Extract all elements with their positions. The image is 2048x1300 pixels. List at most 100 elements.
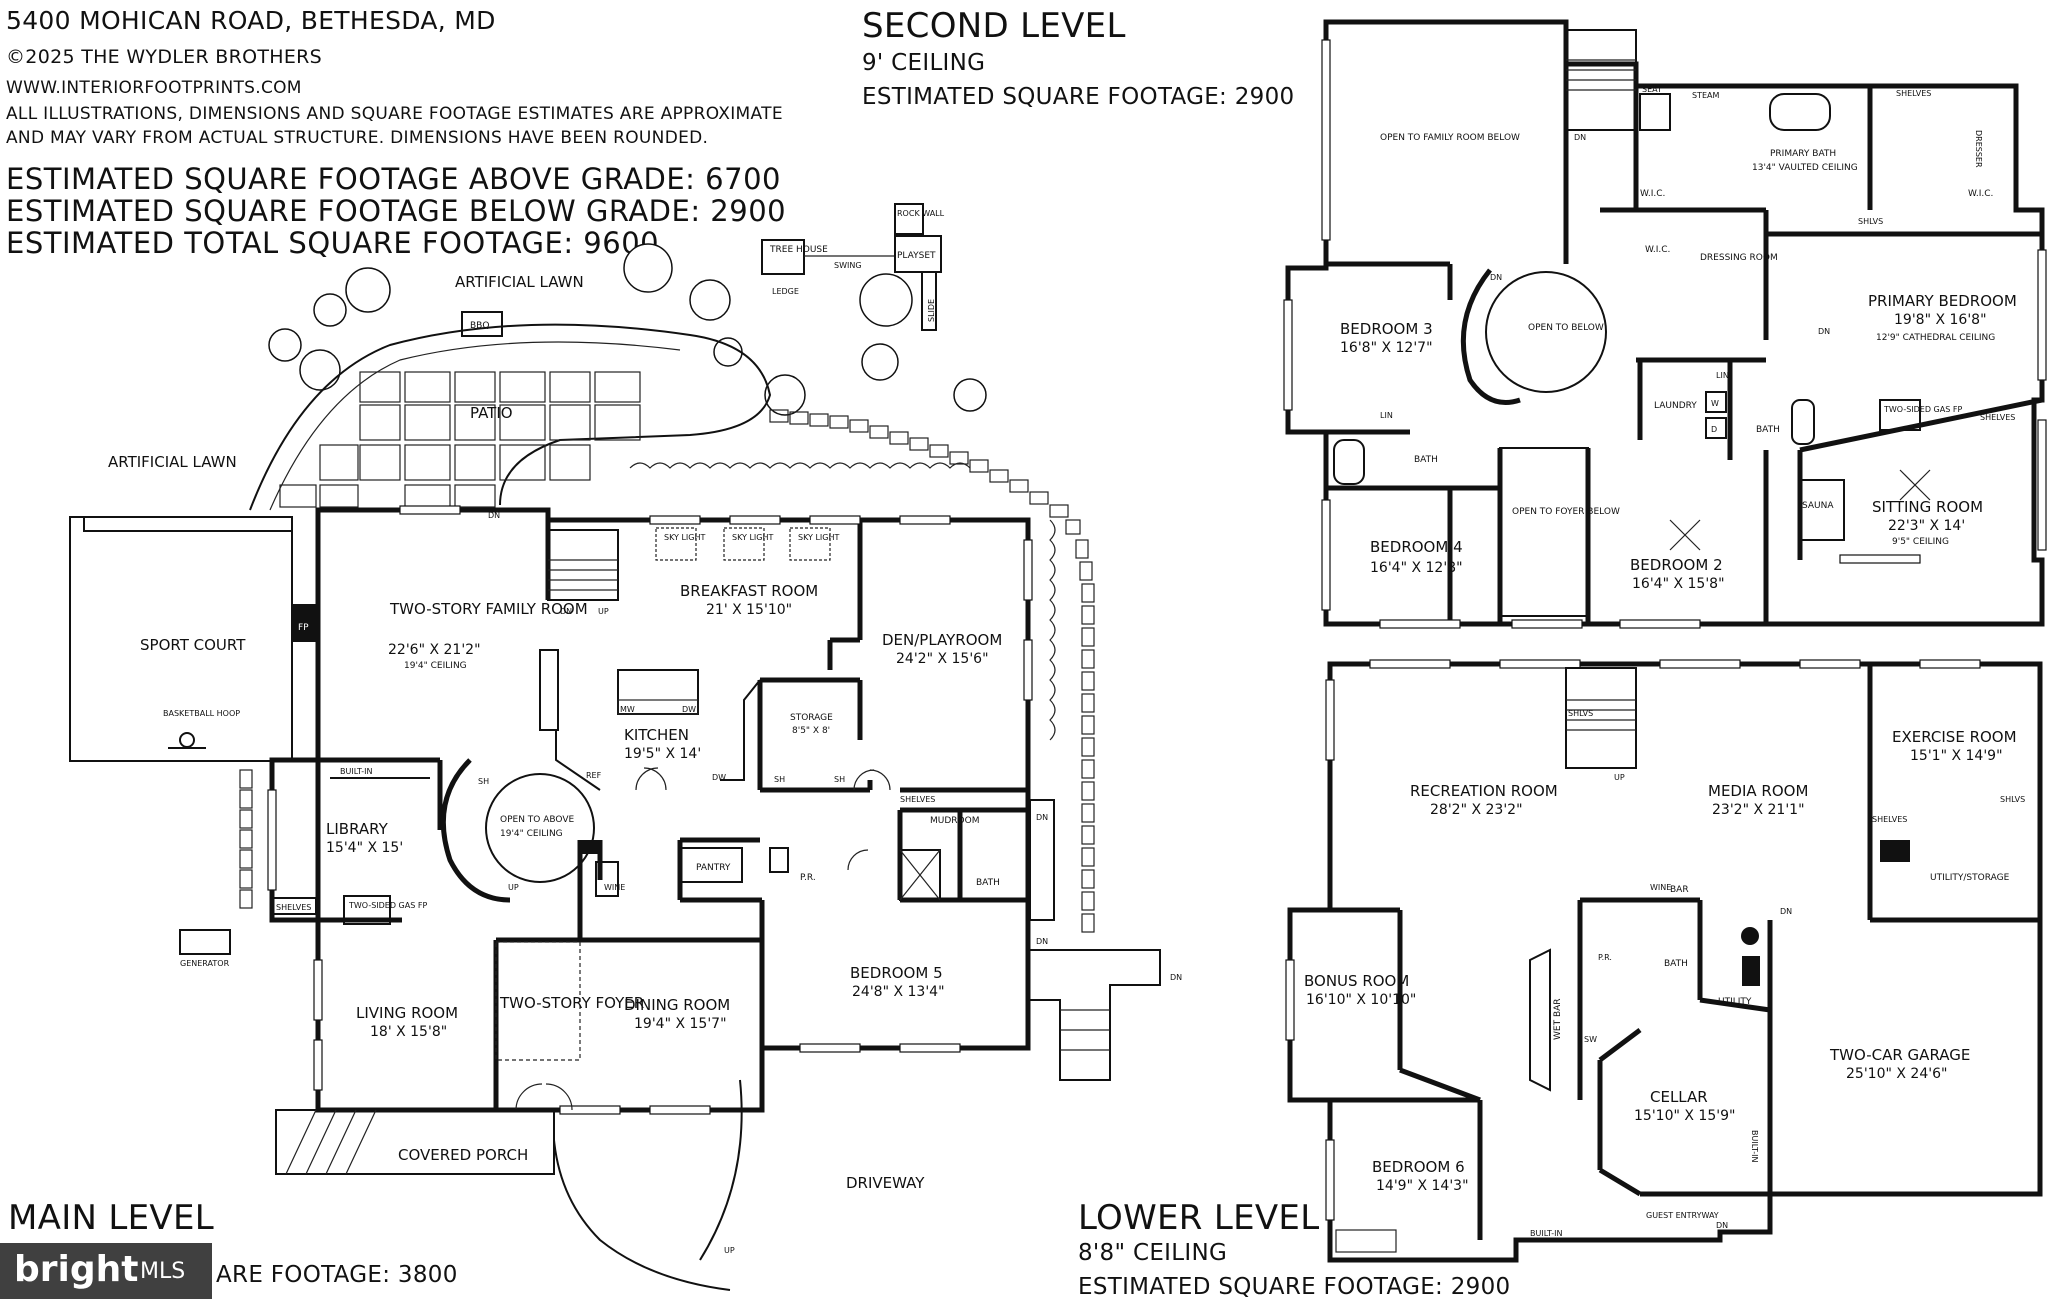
lower-level-title: LOWER LEVEL: [1078, 1198, 1320, 1238]
dressing-room-label: DRESSING ROOM: [1700, 253, 1778, 263]
open-to-above-ceiling: 19'4" CEILING: [500, 829, 563, 839]
primary-tub: [1769, 93, 1831, 131]
dining-room-dim: 19'4" X 15'7": [634, 1016, 727, 1032]
sqft-total: ESTIMATED TOTAL SQUARE FOOTAGE: 9600: [6, 226, 660, 260]
main-doors: [515, 767, 891, 1111]
skylight-label-1: SKY LIGHT: [664, 533, 706, 542]
family-room-dim: 22'6" X 21'2": [388, 642, 481, 658]
lin-label-1: LIN: [1716, 371, 1729, 380]
skylight-label-3: SKY LIGHT: [798, 533, 840, 542]
main-stairs: [547, 529, 619, 601]
ledge-label: LEDGE: [772, 287, 799, 296]
family-room-ceiling: 19'4" CEILING: [404, 661, 467, 671]
artificial-lawn-top-label: ARTIFICIAL LAWN: [455, 273, 584, 291]
disclaimer-line-2: AND MAY VARY FROM ACTUAL STRUCTURE. DIME…: [6, 128, 709, 148]
walkway-up-label: UP: [724, 1246, 735, 1255]
stairs-shlvs-label: SHLVS: [1568, 709, 1593, 718]
utility-storage-label: UTILITY/STORAGE: [1930, 873, 2010, 883]
wet-bar-counter: [1529, 948, 1551, 1092]
living-room-dim: 18' X 15'8": [370, 1024, 447, 1040]
furnace: [1742, 956, 1760, 986]
ref-label: REF: [586, 771, 602, 780]
seat-label: SEAT: [1642, 85, 1662, 94]
wic-label-1: W.I.C.: [1640, 189, 1665, 199]
recreation-room-name: RECREATION ROOM: [1410, 782, 1558, 800]
hall-sh-label: SH: [834, 775, 845, 784]
family-room-name: TWO-STORY FAMILY ROOM: [389, 600, 588, 618]
bedroom-5-name: BEDROOM 5: [850, 964, 943, 982]
dryer-label: D: [1711, 425, 1717, 434]
guest-dn-label: DN: [1716, 1221, 1728, 1230]
main-bath-label: BATH: [976, 878, 1000, 888]
lower-level-windows: [1285, 659, 1981, 1221]
washer-label: W: [1711, 399, 1719, 408]
water-heater: [1741, 927, 1759, 945]
utility-label: UTILITY: [1718, 997, 1752, 1007]
rear-deck: [1028, 949, 1161, 1081]
bedroom-4-dim: 16'4" X 12'8": [1370, 560, 1463, 576]
primary-dn-label: DN: [1818, 327, 1830, 336]
living-room-name: LIVING ROOM: [356, 1004, 458, 1022]
sport-court-label: SPORT COURT: [140, 636, 246, 654]
recreation-room-dim: 28'2" X 23'2": [1430, 802, 1523, 818]
bedroom-3-name: BEDROOM 3: [1340, 320, 1433, 338]
skylight-label-2: SKY LIGHT: [732, 533, 774, 542]
primary-bedroom-name: PRIMARY BEDROOM: [1868, 292, 2017, 310]
playset-box: [894, 235, 942, 273]
exercise-room-dim: 15'1" X 14'9": [1910, 748, 2003, 764]
lower-stairs-up-label: UP: [1614, 773, 1625, 782]
playset-label: PLAYSET: [897, 251, 936, 261]
library-dim: 15'4" X 15': [326, 840, 403, 856]
generator-label: GENERATOR: [180, 959, 230, 968]
bonus-room-name: BONUS ROOM: [1304, 972, 1409, 990]
primary-bedroom-dim: 19'8" X 16'8": [1894, 312, 1987, 328]
second-bath-label-1: BATH: [1756, 425, 1780, 435]
second-level-title: SECOND LEVEL: [862, 6, 1126, 46]
sitting-room-name: SITTING ROOM: [1872, 498, 1983, 516]
shrub-row: [629, 462, 971, 469]
den-playroom-name: DEN/PLAYROOM: [882, 631, 1002, 649]
mls-watermark: bright MLS: [0, 1243, 212, 1299]
primary-bath-name: PRIMARY BATH: [1770, 149, 1836, 159]
wet-bar-label: WET BAR: [1553, 998, 1563, 1040]
main-level-title: MAIN LEVEL: [8, 1198, 214, 1238]
main-wine-label: WINE: [604, 883, 625, 892]
tree-house-label: TREE HOUSE: [769, 245, 828, 255]
lower-level-interior-walls: [1290, 664, 2040, 1240]
cellar-dim: 15'10" X 15'9": [1634, 1108, 1735, 1124]
wic-label-3: W.I.C.: [1645, 245, 1670, 255]
spiral-stair: [440, 758, 511, 903]
lower-pr-label: P.R.: [1598, 953, 1612, 962]
patio-label: PATIO: [470, 404, 513, 422]
garage-dim: 25'10" X 24'6": [1846, 1066, 1947, 1082]
kitchen-dw-label: DW: [712, 773, 726, 782]
breakfast-room-name: BREAKFAST ROOM: [680, 582, 818, 600]
basketball-hoop-icon: [179, 732, 195, 748]
library-shelves-label: SHELVES: [276, 903, 311, 912]
second-spiral-dn-label: DN: [1490, 273, 1502, 282]
lower-level-ceiling: 8'8" CEILING: [1078, 1240, 1228, 1266]
main-pr-label: P.R.: [800, 873, 816, 883]
main-level-windows: [267, 505, 1033, 1115]
open-to-below-label: OPEN TO BELOW: [1528, 323, 1604, 333]
tree-house-box: [761, 239, 805, 275]
copyright-line: ©2025 THE WYDLER BROTHERS: [6, 46, 323, 68]
bedroom-3-dim: 16'8" X 12'7": [1340, 340, 1433, 356]
media-room-dim: 23'2" X 21'1": [1712, 802, 1805, 818]
sitting-shelves-label: SHELVES: [1980, 413, 2015, 422]
storage-sh-label: SH: [774, 775, 785, 784]
exercise-shelves-label: SHELVES: [1872, 815, 1907, 824]
lower-wine-label: WINE: [1650, 883, 1671, 892]
lower-stairs: [1565, 667, 1637, 769]
family-fireplace: [292, 604, 318, 642]
sauna-box: [1799, 479, 1845, 541]
artificial-lawn-left-label: ARTIFICIAL LAWN: [108, 453, 237, 471]
lower-built-in-label: BUILT-IN: [1530, 1229, 1562, 1238]
laundry-label: LAUNDRY: [1654, 401, 1697, 411]
patio-steps-dn-label: DN: [488, 511, 500, 520]
basketball-hoop-label: BASKETBALL HOOP: [163, 709, 240, 718]
watermark-suffix: MLS: [140, 1259, 186, 1284]
garage-dn-label: DN: [1780, 907, 1792, 916]
rear-steps-dn-label: DN: [1036, 937, 1048, 946]
